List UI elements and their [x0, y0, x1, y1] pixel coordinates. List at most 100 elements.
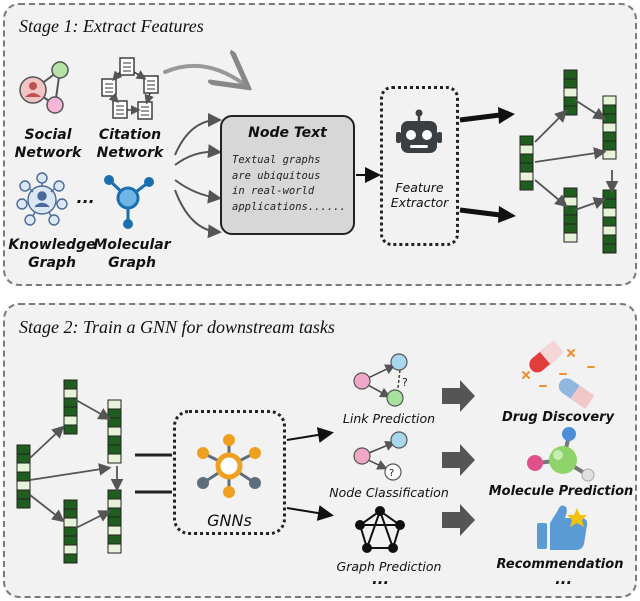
feature-cell [107, 516, 122, 527]
feature-cell [16, 498, 31, 509]
molecular-graph-icon [104, 175, 154, 229]
feature-cell [107, 498, 122, 509]
feature-cell [16, 444, 31, 455]
node-classification-icon: ? [353, 431, 408, 481]
feature-cell [63, 388, 78, 399]
feature-cell [16, 462, 31, 473]
task-to-app-arrows [442, 380, 475, 536]
feature-cell [519, 162, 534, 173]
app-ellipsis: ··· [554, 574, 572, 592]
task-link-prediction: Link Prediction [342, 411, 436, 426]
source-arrows [174, 113, 222, 239]
feature-cell [16, 453, 31, 464]
feature-cell [519, 180, 534, 191]
feature-cell [63, 499, 78, 510]
feature-cell [63, 379, 78, 390]
feature-cell [519, 153, 534, 164]
feature-extractor-box [380, 86, 459, 246]
feature-cell [519, 135, 534, 146]
stage2-title: Stage 2: Train a GNN for downstream task… [19, 317, 335, 337]
feature-cell [107, 399, 122, 410]
feature-cell [16, 471, 31, 482]
feature-cell [602, 198, 617, 209]
feature-cell [16, 489, 31, 500]
feature-cell [602, 225, 617, 236]
feature-cell [563, 232, 578, 243]
feature-cell [563, 78, 578, 89]
node-text-title: Node Text [248, 125, 327, 141]
feature-cell [602, 189, 617, 200]
feature-cell [602, 113, 617, 124]
citation-network-icon [101, 57, 159, 120]
stage2-feature-graph [16, 379, 124, 564]
feature-cell [63, 526, 78, 537]
extractor-to-features-arrow-top [459, 112, 501, 123]
feature-cell [519, 171, 534, 182]
feature-cell [602, 140, 617, 151]
feature-cell [563, 105, 578, 116]
feature-cell [602, 216, 617, 227]
gnn-box [173, 410, 286, 535]
feature-cell [107, 525, 122, 536]
social-network-icon [19, 61, 69, 114]
feature-cell [563, 196, 578, 207]
feature-cell [63, 415, 78, 426]
app-molecule-prediction: Molecule Prediction [488, 484, 634, 499]
feature-cell [602, 131, 617, 142]
drug-discovery-icon [522, 340, 595, 409]
feature-cell [602, 104, 617, 115]
app-drug-discovery: Drug Discovery [501, 410, 615, 425]
feature-cell [563, 187, 578, 198]
curved-arrow [163, 66, 245, 85]
feature-cell [602, 95, 617, 106]
feature-cell [563, 87, 578, 98]
feature-cell [107, 426, 122, 437]
feature-cell [63, 535, 78, 546]
feature-cell [63, 517, 78, 528]
feature-cell [602, 207, 617, 218]
feature-cell [16, 480, 31, 491]
task-node-classification: Node Classification [329, 485, 449, 500]
feature-cell [107, 408, 122, 419]
feature-cell [602, 149, 617, 160]
stage1-feature-graph [519, 69, 619, 254]
stage1-title: Stage 1: Extract Features [19, 16, 204, 36]
task-graph-prediction: Graph Prediction [336, 559, 442, 574]
extractor-to-features-arrow-bottom [459, 207, 501, 218]
feature-cell [107, 507, 122, 518]
node-question-mark: ? [389, 468, 394, 479]
gnn-label: GNNs [207, 511, 252, 530]
feature-cell [63, 406, 78, 417]
node-text-body: Textual graphs are ubiquitous in real-wo… [232, 154, 346, 213]
link-question-mark: ? [402, 376, 408, 389]
feature-cell [63, 397, 78, 408]
feature-cell [107, 444, 122, 455]
feature-cell [107, 435, 122, 446]
feature-cell [602, 243, 617, 254]
feature-cell [107, 417, 122, 428]
node-text-box: Node Text Textual graphs are ubiquitous … [220, 115, 355, 235]
feature-cell [107, 489, 122, 500]
feature-cell [63, 544, 78, 555]
source-ellipsis: ··· [75, 192, 95, 211]
feature-cell [563, 69, 578, 80]
feature-cell [563, 223, 578, 234]
feature-cell [563, 96, 578, 107]
feature-cell [107, 534, 122, 545]
feature-cell [107, 453, 122, 464]
feature-cell [63, 553, 78, 564]
feature-cell [563, 205, 578, 216]
feature-cell [602, 122, 617, 133]
molecule-prediction-icon [527, 427, 595, 482]
recommendation-icon [537, 505, 588, 550]
feature-cell [519, 144, 534, 155]
graph-prediction-icon [355, 506, 405, 553]
task-ellipsis: ··· [371, 574, 389, 592]
feature-cell [63, 508, 78, 519]
